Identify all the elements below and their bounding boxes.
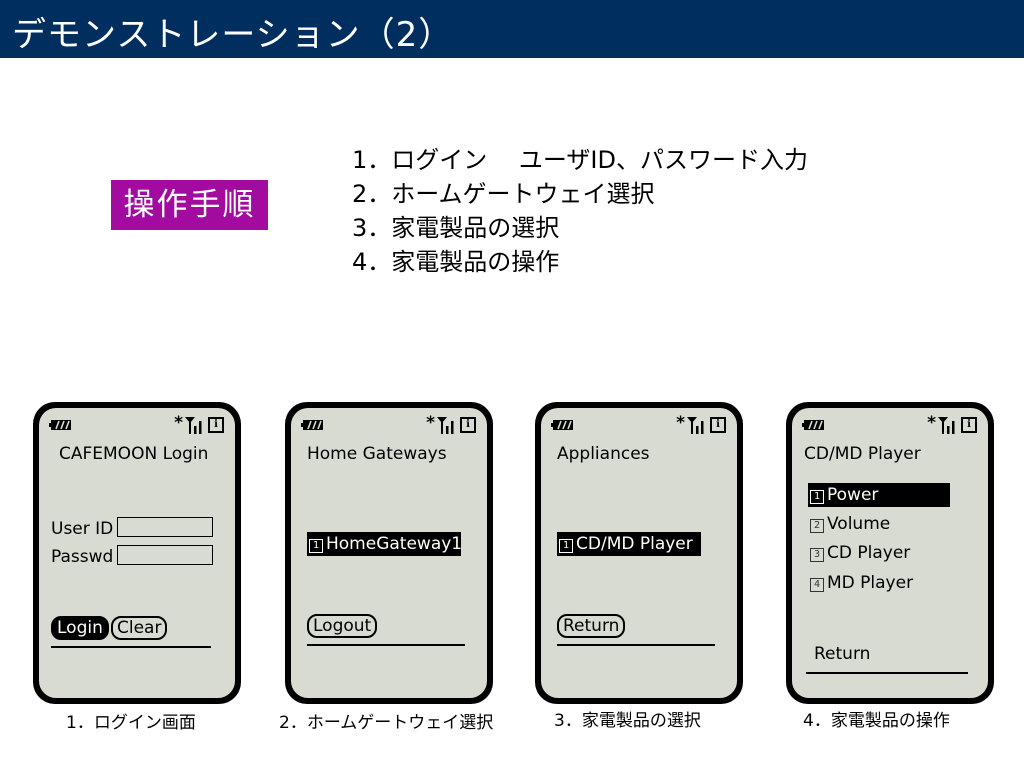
signal-icon xyxy=(687,417,704,434)
status-bar: * i xyxy=(47,413,227,434)
status-bar: * i xyxy=(800,413,980,434)
bluetooth-icon: * xyxy=(927,413,936,433)
divider xyxy=(307,644,465,646)
info-icon: i xyxy=(710,417,726,433)
divider xyxy=(806,672,968,674)
step-item: 4．家電製品の操作 xyxy=(352,248,560,276)
caption-appliances: 3．家電製品の選択 xyxy=(554,711,701,731)
screen-title: Home Gateways xyxy=(307,444,447,464)
number-1-icon: 1 xyxy=(559,539,573,553)
bluetooth-icon: * xyxy=(174,413,183,433)
number-3-icon: 3 xyxy=(810,548,824,562)
caption-login: 1．ログイン画面 xyxy=(66,713,196,733)
bluetooth-icon: * xyxy=(676,413,685,433)
menu-item-label: Power xyxy=(827,485,879,505)
number-4-icon: 4 xyxy=(810,578,824,592)
number-1-icon: 1 xyxy=(309,539,323,553)
passwd-label: Passwd xyxy=(51,547,114,567)
signal-icon xyxy=(185,417,202,434)
screen-title: CD/MD Player xyxy=(804,444,921,464)
menu-item-label: CD Player xyxy=(827,543,911,563)
signal-icon xyxy=(437,417,454,434)
clear-button[interactable]: Clear xyxy=(111,616,168,640)
phone-screen: * i CAFEMOON Login User ID Passwd Login … xyxy=(39,408,235,698)
return-link[interactable]: Return xyxy=(814,644,871,664)
login-button[interactable]: Login xyxy=(51,616,109,640)
battery-icon xyxy=(802,420,824,430)
slide-title: デモンストレーション（2） xyxy=(12,15,454,55)
caption-gateways: 2．ホームゲートウェイ選択 xyxy=(279,713,494,733)
title-bar: デモンストレーション（2） xyxy=(0,0,1024,58)
status-bar: * i xyxy=(299,413,479,434)
return-button[interactable]: Return xyxy=(557,614,626,638)
screen-title: CAFEMOON Login xyxy=(59,444,209,464)
user-id-input[interactable] xyxy=(117,517,213,537)
logout-button[interactable]: Logout xyxy=(307,614,378,638)
battery-icon xyxy=(49,420,71,430)
phone-login: * i CAFEMOON Login User ID Passwd Login … xyxy=(33,402,241,704)
user-id-label: User ID xyxy=(51,519,114,539)
step-item: 3．家電製品の選択 xyxy=(352,214,560,242)
signal-icon xyxy=(938,417,955,434)
procedure-steps: 1．ログイン ユーザID、パスワード入力 2．ホームゲートウェイ選択 3．家電製… xyxy=(352,143,808,279)
menu-item-label: Volume xyxy=(827,514,891,534)
procedure-badge: 操作手順 xyxy=(111,180,268,230)
screen-title: Appliances xyxy=(557,444,650,464)
info-icon: i xyxy=(460,417,476,433)
bluetooth-icon: * xyxy=(426,413,435,433)
gateway-item-label: HomeGateway1 xyxy=(326,534,463,554)
divider xyxy=(51,646,211,648)
info-icon: i xyxy=(961,417,977,433)
number-1-icon: 1 xyxy=(810,490,824,504)
battery-icon xyxy=(551,420,573,430)
number-2-icon: 2 xyxy=(810,519,824,533)
passwd-input[interactable] xyxy=(117,545,213,565)
menu-item-label: MD Player xyxy=(827,573,914,593)
appliance-item-label: CD/MD Player xyxy=(576,534,693,554)
step-item: 1．ログイン ユーザID、パスワード入力 xyxy=(352,146,808,174)
status-bar: * i xyxy=(549,413,729,434)
info-icon: i xyxy=(208,417,224,433)
divider xyxy=(557,644,715,646)
battery-icon xyxy=(301,420,323,430)
step-item: 2．ホームゲートウェイ選択 xyxy=(352,180,655,208)
caption-player: 4．家電製品の操作 xyxy=(803,711,950,731)
